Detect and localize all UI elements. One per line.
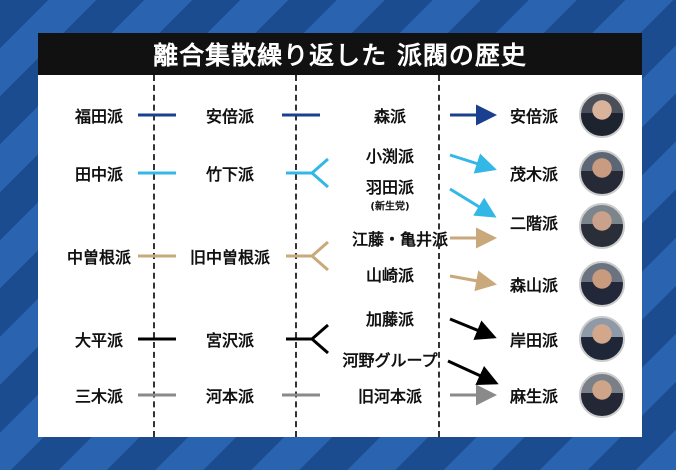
faction-fukuda: 福田派: [74, 107, 124, 126]
faction-abe-current: 安倍派: [509, 107, 559, 126]
avatar-nikai: [579, 203, 625, 249]
faction-aso: 麻生派: [509, 387, 559, 406]
faction-kyu-komoto: 旧河本派: [357, 387, 423, 406]
title-text: 離合集散繰り返した 派閥の歴史: [153, 41, 527, 70]
faction-yamasaki: 山崎派: [365, 266, 415, 285]
faction-miki: 三木派: [74, 387, 124, 406]
faction-miyazawa: 宮沢派: [205, 331, 255, 350]
faction-obuchi: 小渕派: [365, 147, 415, 166]
connector-lines: [138, 104, 499, 406]
faction-komoto: 河本派: [205, 387, 255, 406]
faction-kono-group: 河野グループ: [342, 351, 438, 370]
avatar-aso: [579, 372, 625, 418]
arrow-obuchi-motegi: [449, 153, 497, 174]
avatar-motegi: [579, 150, 625, 196]
fork-kyunakasone: [286, 240, 329, 272]
faction-moriyama: 森山派: [509, 276, 559, 295]
faction-mori: 森派: [373, 107, 407, 126]
faction-abe-1: 安倍派: [205, 107, 255, 126]
faction-nakasone: 中曽根派: [66, 248, 132, 267]
faction-tanaka: 田中派: [74, 165, 124, 184]
avatar-kishida: [579, 316, 625, 362]
faction-hata-note: (新生党): [370, 201, 410, 213]
faction-eto-kamei: 江藤・亀井派: [351, 230, 449, 249]
faction-takeshita: 竹下派: [205, 165, 255, 184]
faction-kishida: 岸田派: [509, 331, 559, 350]
fork-miyazawa: [286, 323, 329, 355]
faction-hata: 羽田派: [365, 178, 415, 197]
avatar-abe: [579, 92, 625, 138]
diagram-panel: 福田派 田中派 中曽根派 大平派 三木派 安倍派 竹下派 旧中曽根派 宮沢派 河…: [38, 75, 642, 437]
faction-kato: 加藤派: [365, 310, 415, 329]
title-banner: 離合集散繰り返した 派閥の歴史: [38, 33, 642, 75]
arrow-kato-kishida: [449, 317, 497, 340]
arrow-hata-nikai: [449, 187, 497, 218]
faction-kyu-nakasone: 旧中曽根派: [189, 248, 271, 267]
faction-motegi: 茂木派: [509, 165, 559, 184]
avatar-moriyama: [579, 261, 625, 307]
faction-ohira: 大平派: [74, 331, 124, 350]
arrow-yamasaki-moriyama: [449, 270, 497, 292]
faction-nikai: 二階派: [509, 214, 559, 233]
fork-takeshita: [286, 157, 329, 189]
arrow-kono-aso: [447, 359, 499, 386]
column-divider-3: [438, 75, 440, 437]
